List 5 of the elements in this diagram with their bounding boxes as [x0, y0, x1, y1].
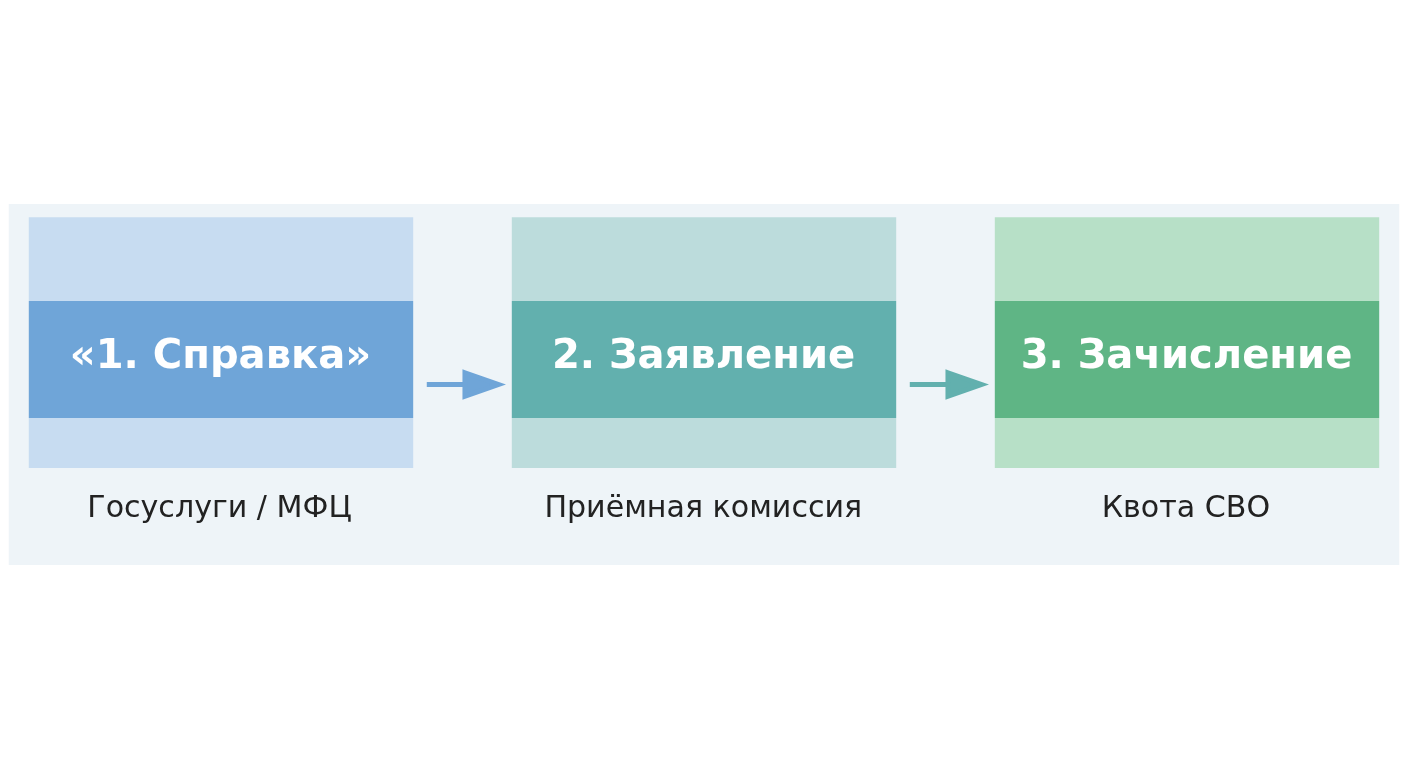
arrow: [426, 368, 506, 400]
node-label: Госуслуги / МФЦ: [87, 488, 352, 524]
node-label: Приёмная комиссия: [544, 488, 863, 524]
arrow: [909, 368, 989, 400]
node-label: Квота СВО: [1101, 488, 1271, 524]
